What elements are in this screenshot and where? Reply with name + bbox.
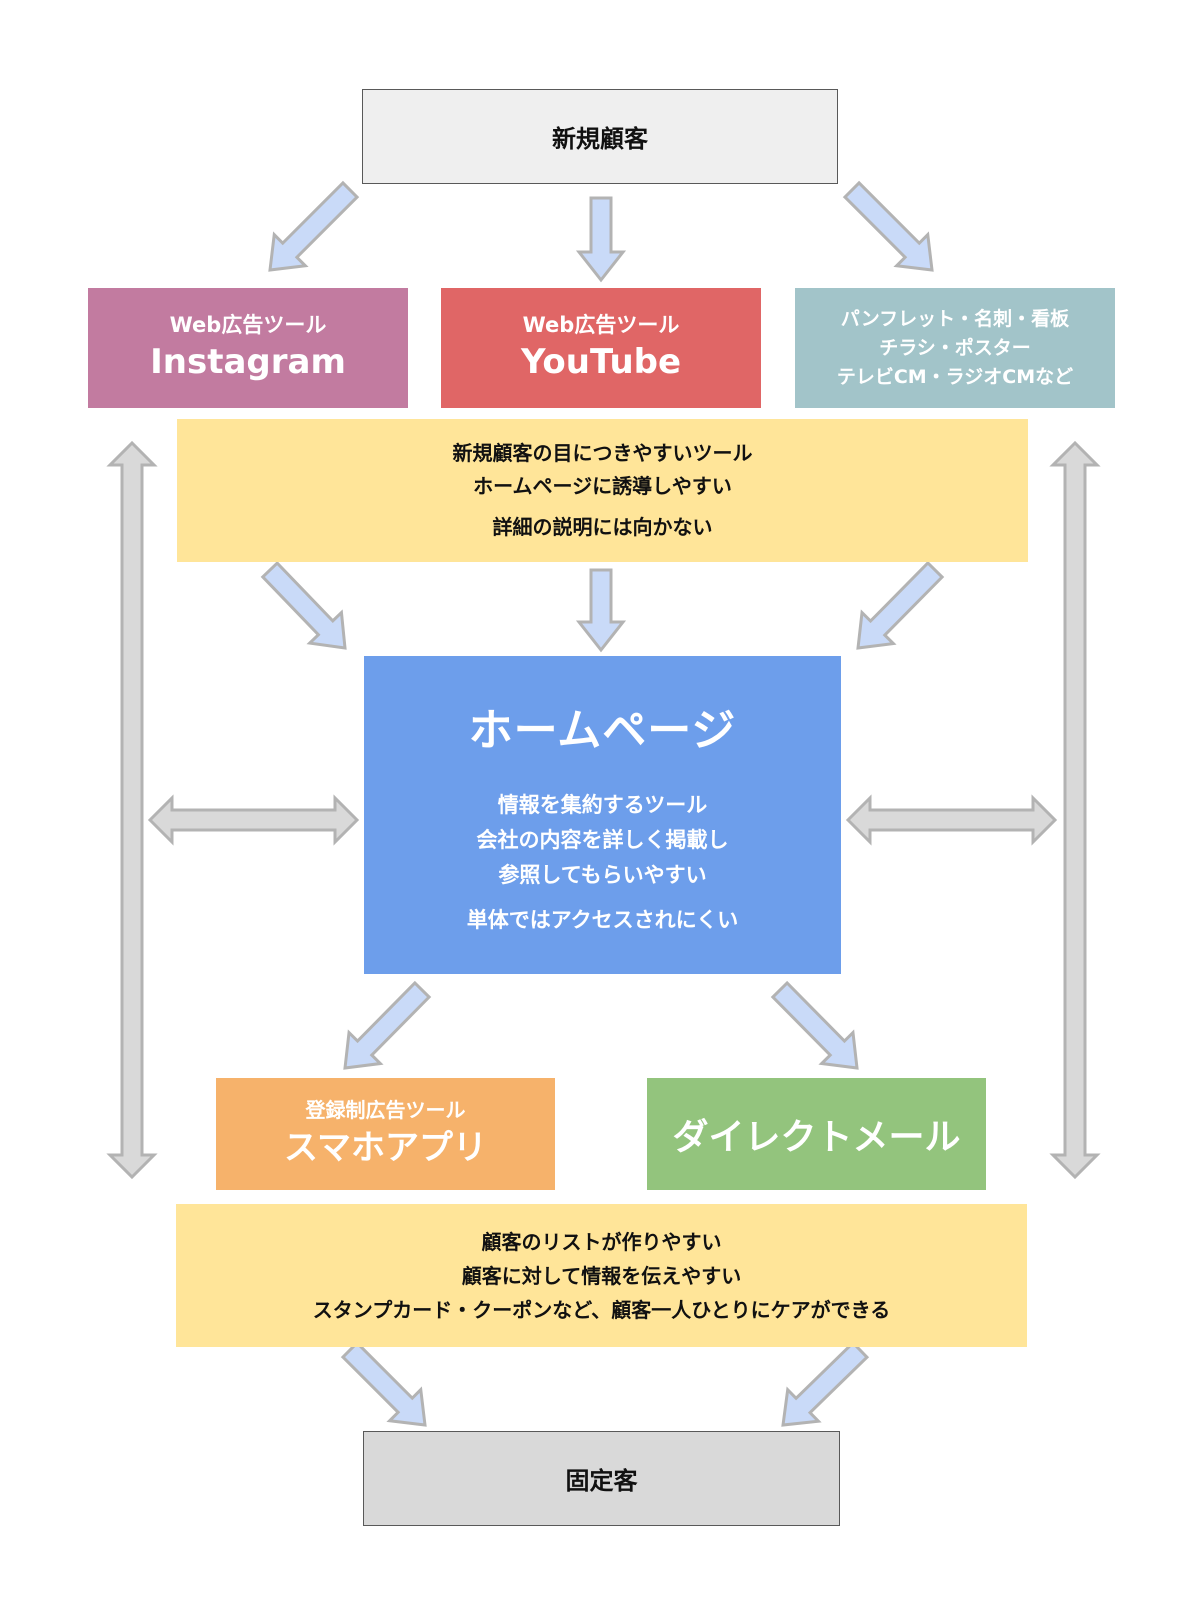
homepage-line: 情報を集約するツール (497, 793, 708, 817)
instagram-subtitle: Web広告ツール (169, 313, 327, 337)
top-description-box: 新規顧客の目につきやすいツール ホームページに誘導しやすい 詳細の説明には向かな… (177, 419, 1028, 562)
print-media-line: テレビCM・ラジオCMなど (836, 365, 1074, 388)
smartphone-app-subtitle: 登録制広告ツール (305, 1098, 466, 1122)
print-media-box: パンフレット・名刺・看板 チラシ・ポスター テレビCM・ラジオCMなど (795, 288, 1115, 408)
arrow-homepage-to-dm (770, 980, 859, 1070)
direct-mail-box: ダイレクトメール (647, 1078, 986, 1190)
direct-mail-title: ダイレクトメール (672, 1117, 961, 1158)
arrow-desc-to-loyal-right (781, 1340, 870, 1427)
smartphone-app-title: スマホアプリ (284, 1128, 487, 1168)
youtube-title: YouTube (520, 342, 682, 382)
two-way-arrow-left-vertical (106, 440, 158, 1180)
two-way-arrow-left-horizontal (147, 794, 360, 846)
homepage-line: 参照してもらいやすい (498, 863, 707, 887)
top-description-line: 詳細の説明には向かない (492, 515, 713, 539)
arrow-desc-to-homepage-center (575, 568, 627, 653)
homepage-line: 単体ではアクセスされにくい (466, 908, 739, 932)
two-way-arrow-right-vertical (1049, 440, 1101, 1180)
homepage-box: ホームページ 情報を集約するツール 会社の内容を詳しく掲載し 参照してもらいやす… (364, 656, 841, 974)
two-way-arrow-right-horizontal (845, 794, 1058, 846)
homepage-line: 会社の内容を詳しく掲載し (476, 828, 729, 852)
loyal-customer-box: 固定客 (363, 1431, 840, 1526)
top-description-line: ホームページに誘導しやすい (473, 474, 732, 498)
youtube-subtitle: Web広告ツール (522, 313, 680, 337)
arrow-desc-to-homepage-right (856, 560, 945, 650)
homepage-title: ホームページ (468, 705, 737, 756)
bottom-description-line: 顧客に対して情報を伝えやすい (461, 1263, 742, 1288)
bottom-description-line: 顧客のリストが作りやすい (481, 1229, 722, 1254)
arrow-new-to-youtube (575, 196, 627, 283)
new-customer-box: 新規顧客 (362, 89, 838, 184)
smartphone-app-box: 登録制広告ツール スマホアプリ (216, 1078, 555, 1190)
arrow-desc-to-loyal-left (340, 1340, 427, 1427)
bottom-description-box: 顧客のリストが作りやすい 顧客に対して情報を伝えやすい スタンプカード・クーポン… (176, 1204, 1027, 1347)
print-media-line: チラシ・ポスター (879, 336, 1031, 359)
print-media-line: パンフレット・名刺・看板 (840, 307, 1070, 330)
instagram-box: Web広告ツール Instagram (88, 288, 408, 408)
loyal-customer-label: 固定客 (565, 1467, 638, 1495)
arrow-homepage-to-app (343, 980, 432, 1070)
arrow-new-to-print (842, 180, 934, 272)
youtube-box: Web広告ツール YouTube (441, 288, 761, 408)
bottom-description-line: スタンプカード・クーポンなど、顧客一人ひとりにケアができる (312, 1297, 891, 1322)
arrow-new-to-instagram (268, 180, 360, 272)
new-customer-label: 新規顧客 (552, 125, 648, 153)
top-description-line: 新規顧客の目につきやすいツール (452, 441, 753, 465)
instagram-title: Instagram (150, 342, 346, 382)
arrow-desc-to-homepage-left (260, 560, 347, 650)
